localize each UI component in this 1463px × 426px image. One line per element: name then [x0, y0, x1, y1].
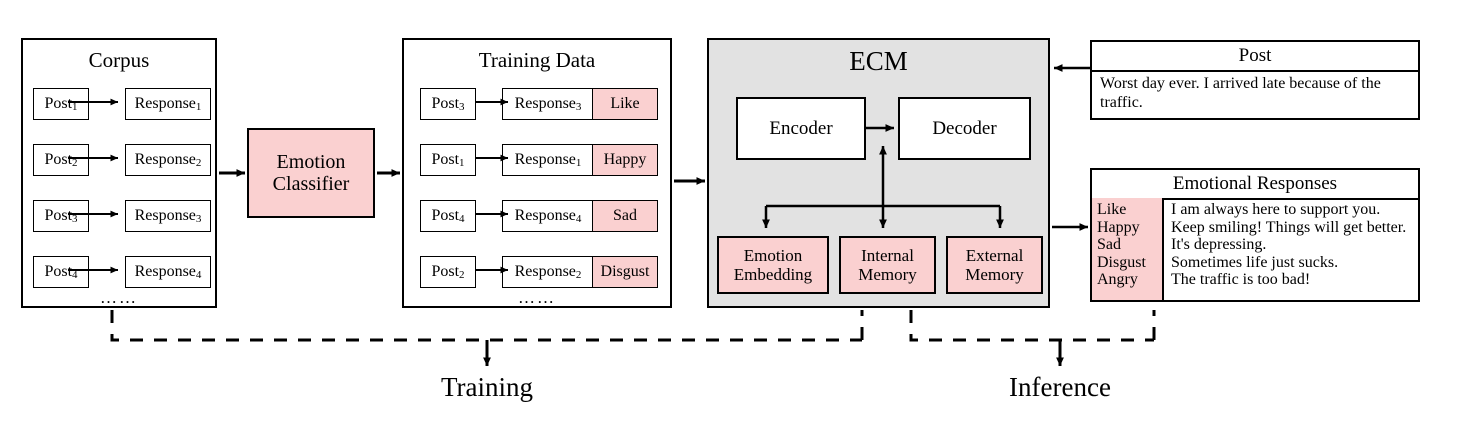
corpus-ellipsis: ……: [100, 288, 138, 307]
ecm-emotion-embedding-line2: Embedding: [733, 265, 813, 284]
corpus-title: Corpus: [88, 48, 150, 72]
ecm-external-memory-line2: Memory: [965, 265, 1024, 284]
training-emotion-2: Happy: [592, 144, 658, 176]
training-emotion-3: Sad: [592, 200, 658, 232]
corpus-post-2-label: Post: [44, 151, 73, 168]
emotion-label-like: Like: [1097, 201, 1127, 218]
ecm-external-memory-box: External Memory: [946, 236, 1043, 294]
training-emotion-4: Disgust: [592, 256, 658, 288]
ecm-panel: ECM Encoder Decoder Emotion Embedding In…: [707, 38, 1050, 308]
training-post-4-label: Post: [431, 263, 460, 280]
corpus-response-2-label: Response: [134, 151, 196, 168]
ecm-external-memory-line1: External: [965, 245, 1024, 265]
emotion-label-angry: Angry: [1097, 271, 1138, 288]
emotional-responses-text-column: I am always here to support you. Keep sm…: [1164, 198, 1418, 300]
ecm-internal-memory-line2: Memory: [858, 265, 917, 284]
training-emotion-1: Like: [592, 88, 658, 120]
emotional-responses-panel: Emotional Responses Like Happy Sad Disgu…: [1090, 168, 1420, 302]
response-text-sad: It's depressing.: [1171, 236, 1267, 253]
post-panel: Post Worst day ever. I arrived late beca…: [1090, 40, 1420, 120]
ecm-title: ECM: [849, 46, 908, 76]
training-response-4-label: Response: [514, 263, 576, 280]
emotion-label-happy: Happy: [1097, 218, 1140, 236]
emotion-classifier-box: Emotion Classifier: [247, 128, 375, 218]
response-text-disgust: Sometimes life just sucks.: [1171, 253, 1339, 271]
training-data-title: Training Data: [478, 48, 596, 72]
training-post-3-label: Post: [431, 207, 460, 224]
training-response-3-label: Response: [514, 207, 576, 224]
response-text-happy: Keep smiling! Things will get better.: [1171, 218, 1407, 236]
training-response-1-label: Response: [514, 95, 576, 112]
response-text-like: I am always here to support you.: [1171, 201, 1381, 218]
training-response-2-label: Response: [514, 151, 576, 168]
emotional-responses-emotion-column: Like Happy Sad Disgust Angry: [1092, 198, 1164, 300]
emotion-label-sad: Sad: [1097, 236, 1121, 253]
ecm-decoder-box: Decoder: [898, 97, 1031, 160]
corpus-post-1-label: Post: [44, 95, 73, 112]
training-post-1-label: Post: [431, 95, 460, 112]
inference-label: Inference: [1009, 372, 1111, 402]
corpus-post-4-label: Post: [44, 263, 73, 280]
emotional-responses-title: Emotional Responses: [1092, 170, 1418, 200]
training-label: Training: [440, 372, 534, 402]
corpus-response-1-label: Response: [134, 95, 196, 112]
ecm-emotion-embedding-box: Emotion Embedding: [717, 236, 829, 294]
corpus-response-4-label: Response: [134, 263, 196, 280]
corpus-response-3-label: Response: [134, 207, 196, 224]
response-text-angry: The traffic is too bad!: [1171, 271, 1311, 288]
training-data-ellipsis: ……: [518, 288, 556, 307]
corpus-post-3-label: Post: [44, 207, 73, 224]
ecm-internal-memory-box: Internal Memory: [839, 236, 936, 294]
emotion-classifier-line2: Classifier: [272, 173, 350, 195]
inference-dashed-bracket: [909, 310, 1156, 367]
ecm-encoder-box: Encoder: [736, 97, 866, 160]
ecm-emotion-embedding-line1: Emotion: [743, 245, 803, 265]
emotion-classifier-line1: Emotion: [276, 150, 346, 173]
post-panel-text: Worst day ever. I arrived late because o…: [1100, 75, 1381, 111]
training-post-2-label: Post: [431, 151, 460, 168]
training-dashed-bracket: [110, 310, 864, 367]
ecm-internal-memory-line1: Internal: [861, 245, 914, 265]
post-panel-title: Post: [1092, 42, 1418, 72]
emotion-label-disgust: Disgust: [1097, 253, 1146, 271]
